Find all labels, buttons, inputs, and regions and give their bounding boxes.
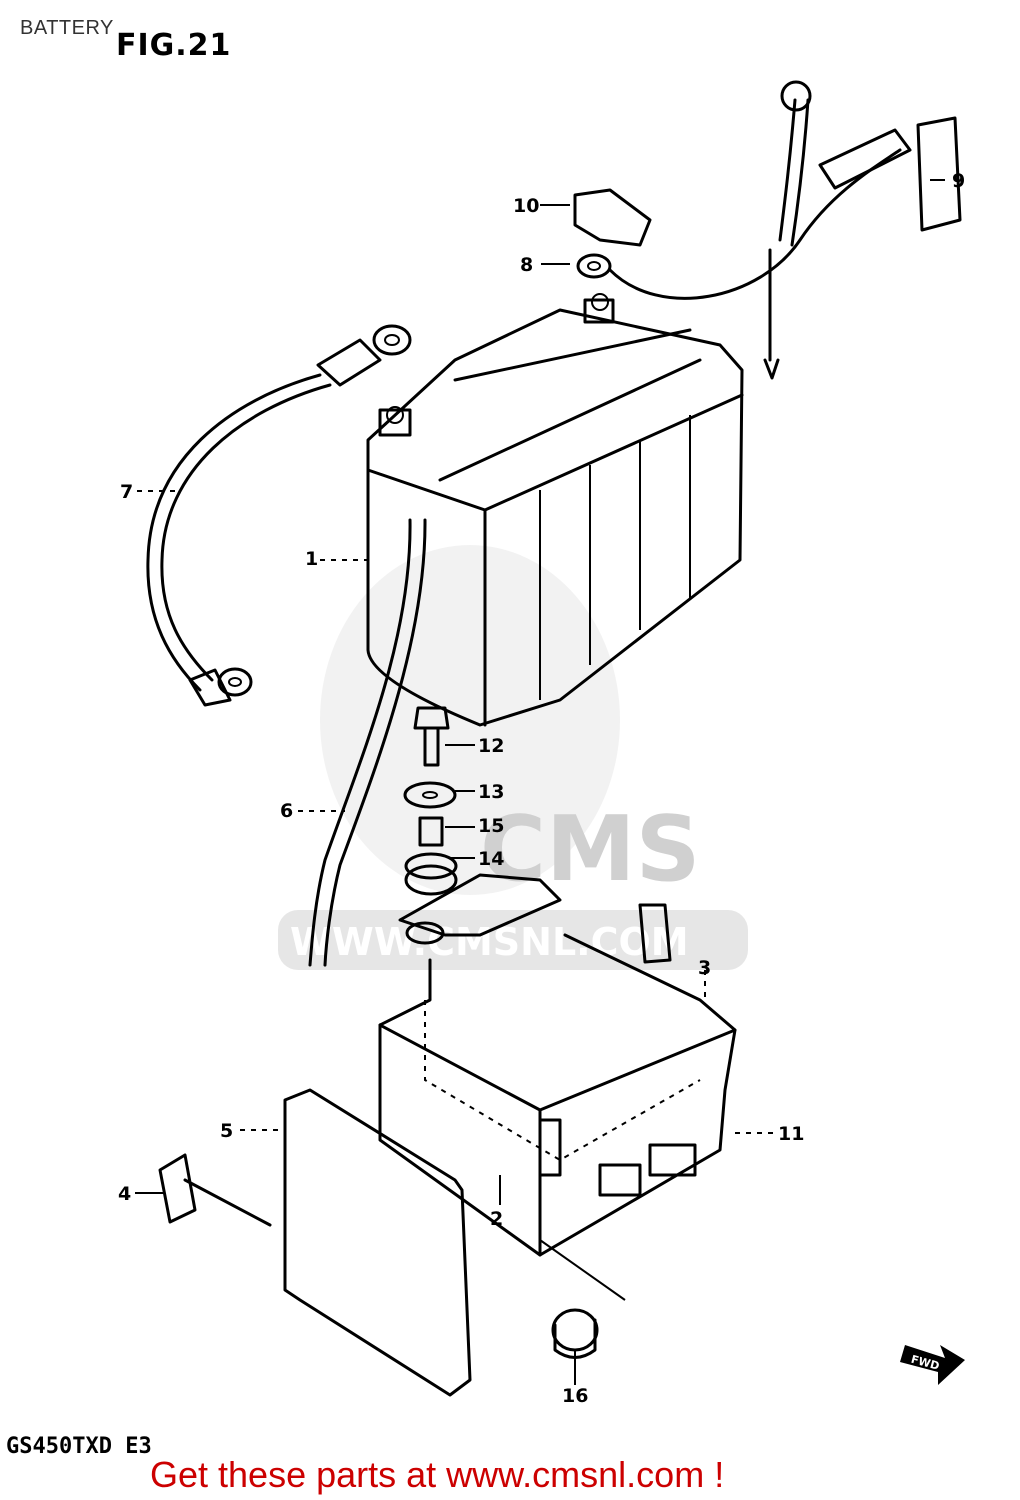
cover-plate-part	[283, 1088, 472, 1397]
callout-16: 16	[562, 1385, 588, 1407]
callout-5: 5	[220, 1120, 233, 1142]
battery-part	[366, 293, 744, 727]
callout-12: 12	[478, 735, 504, 757]
callout-9: 9	[952, 170, 965, 192]
fwd-arrow-icon: FWD	[900, 1345, 965, 1385]
footer-parts-link[interactable]: Get these parts at www.cmsnl.com !	[150, 1454, 725, 1495]
watermark-logo: CMS WWW.CMSNL.COM	[278, 545, 748, 970]
callout-numbers: 1 2 3 4 5 6 7 8 9 10 11 12 13 14 15 16	[118, 170, 965, 1407]
callout-6: 6	[280, 800, 293, 822]
callout-2: 2	[490, 1208, 503, 1230]
leader-lines	[135, 179, 945, 1385]
watermark-url: WWW.CMSNL.COM	[290, 920, 689, 964]
callout-4: 4	[118, 1183, 131, 1205]
callout-7: 7	[120, 481, 133, 503]
figure-title: FIG.21	[116, 28, 232, 63]
battery-hardware	[403, 706, 458, 896]
model-code: GS450TXD E3	[6, 1434, 152, 1459]
callout-15: 15	[478, 815, 504, 837]
callout-13: 13	[478, 781, 504, 803]
battery-strap-part	[158, 1153, 272, 1227]
watermark-text: CMS	[480, 797, 700, 902]
callout-10: 10	[513, 195, 539, 217]
callout-11: 11	[778, 1123, 804, 1145]
callout-14: 14	[478, 848, 504, 870]
battery-cable-negative	[146, 324, 412, 707]
callout-1: 1	[305, 548, 318, 570]
damper-part	[538, 1118, 562, 1177]
callout-3: 3	[698, 957, 711, 979]
page-title: BATTERY	[20, 17, 114, 39]
callout-8: 8	[520, 254, 533, 276]
battery-cable-positive	[573, 80, 962, 380]
